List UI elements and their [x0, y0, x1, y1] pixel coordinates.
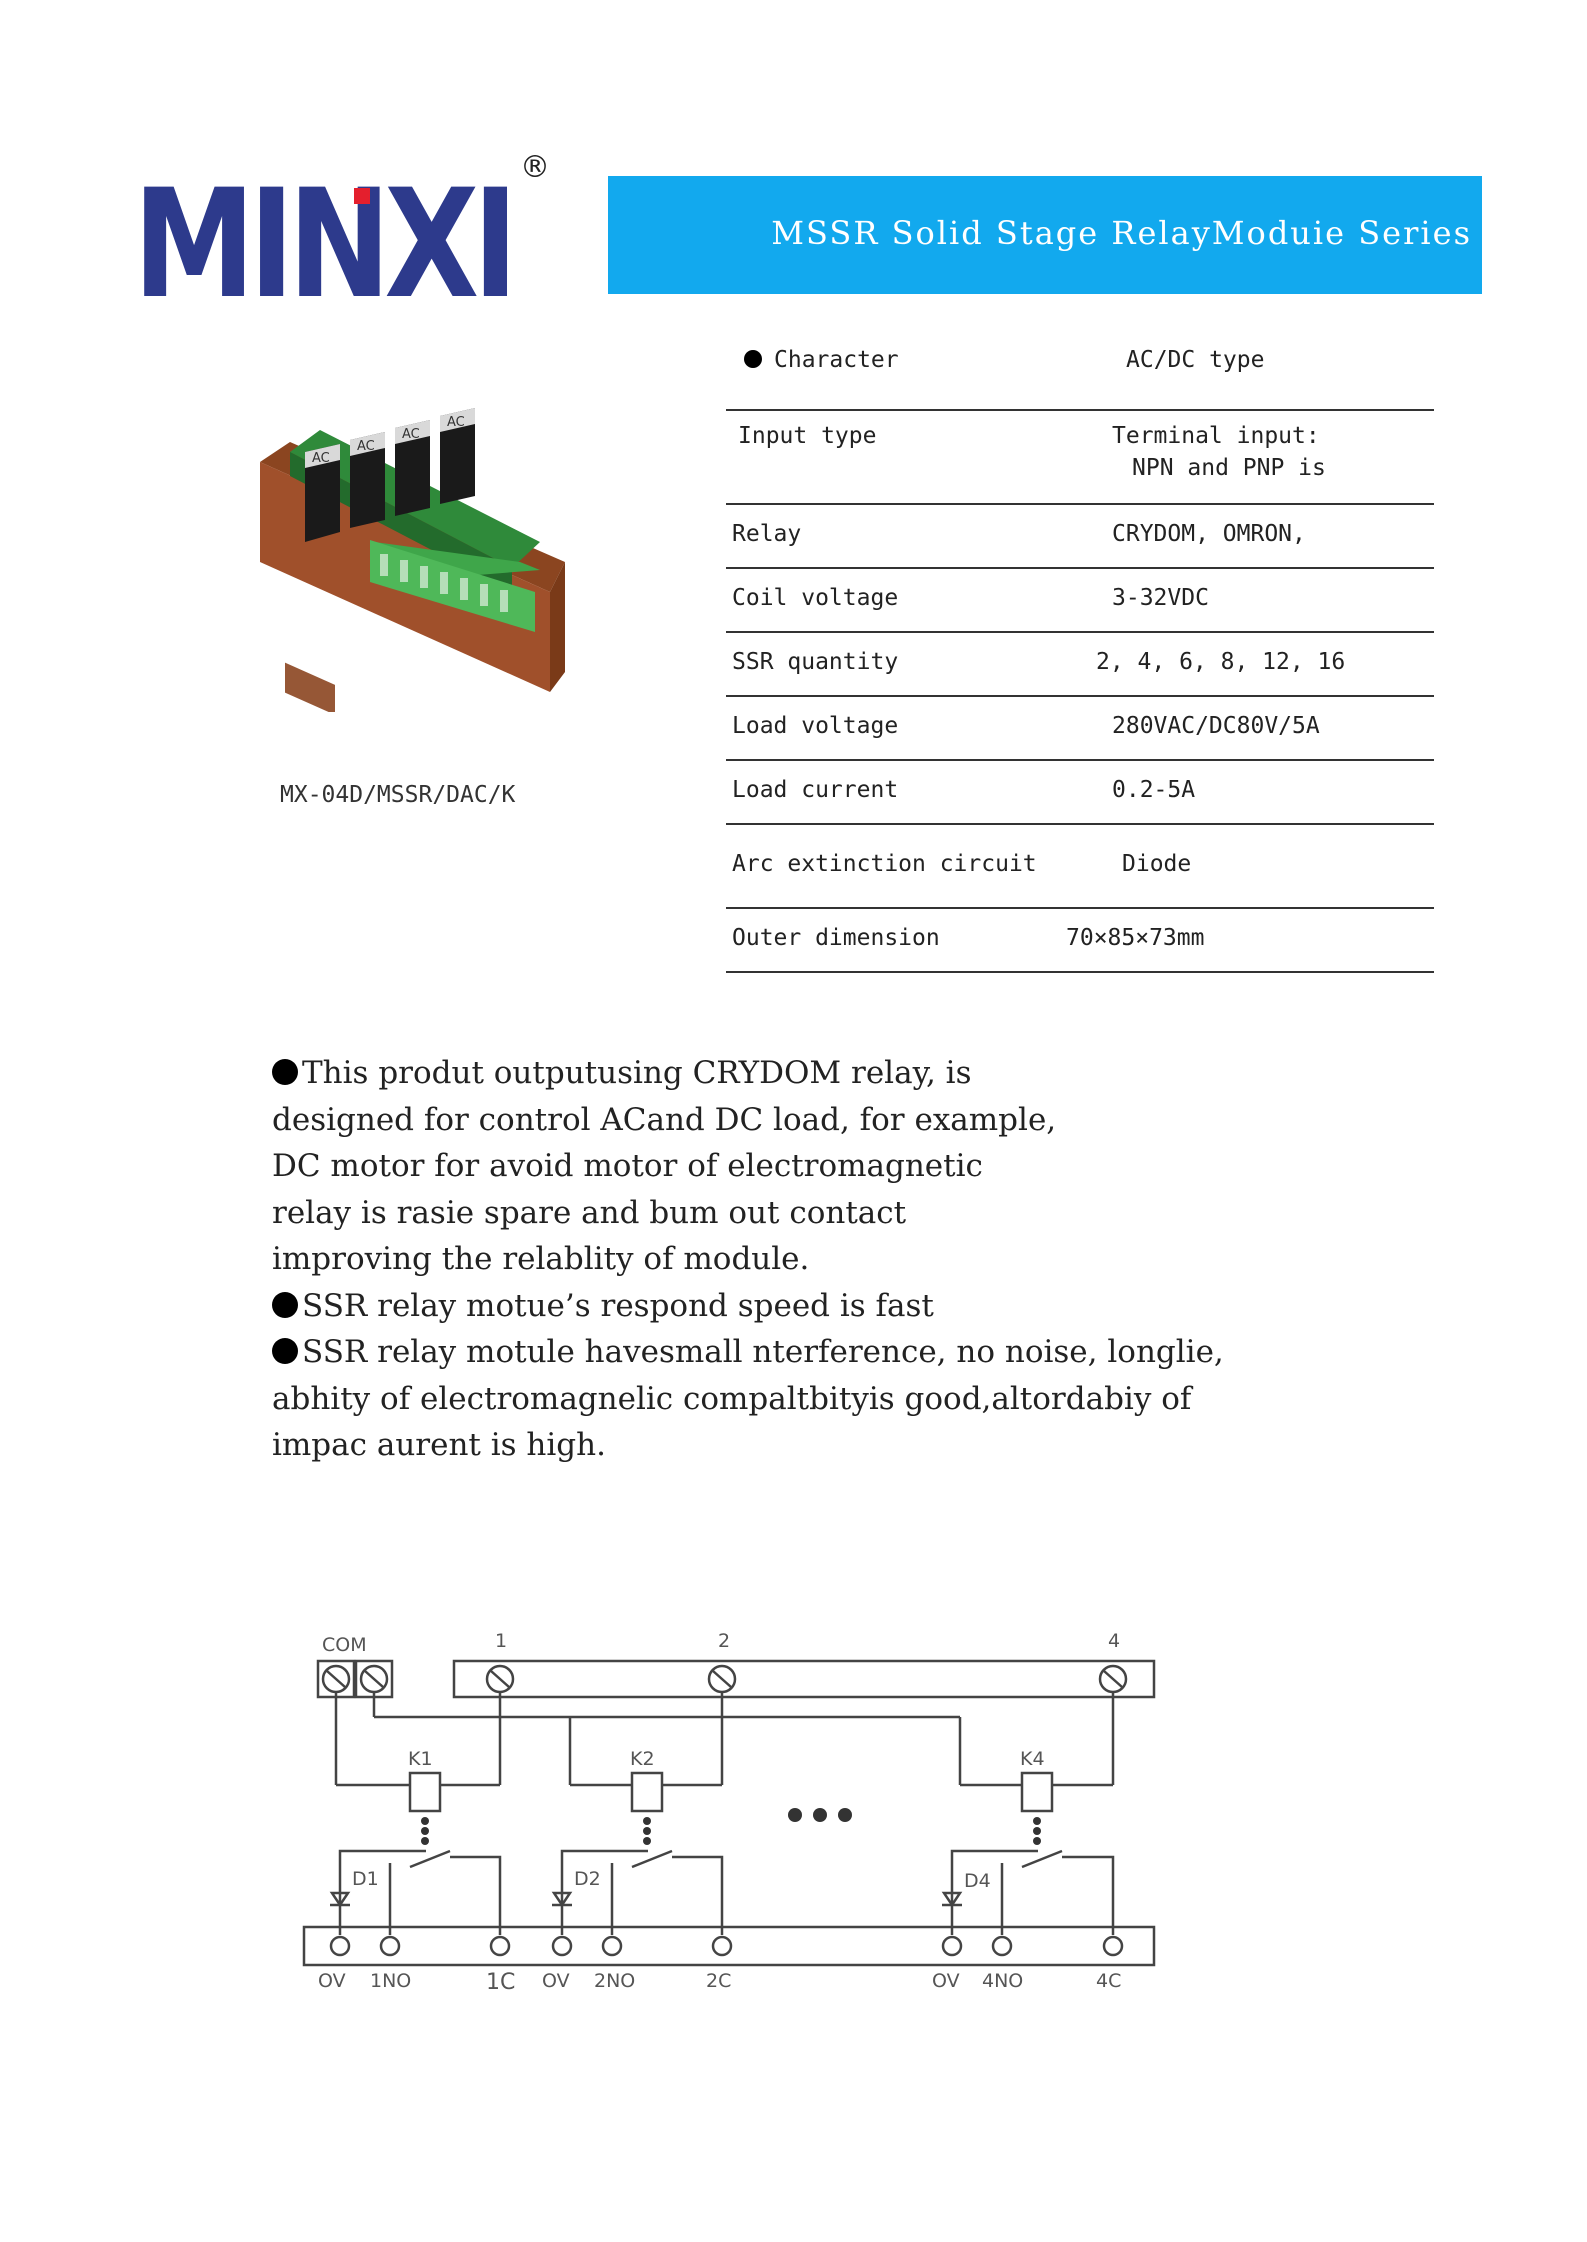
terminal-label-2c: 2C — [706, 1970, 731, 1992]
wiring-diagram: COM 1 2 4 K1 K2 K4 D1 D2 D4 OV 1NO 1C OV… — [302, 1630, 1156, 1995]
spec-row-outer-dimension: Outer dimension 70×85×73mm — [726, 909, 1434, 973]
relay-label-k2: K2 — [630, 1748, 655, 1770]
series-banner: MSSR Solid Stage RelayModuie Series — [608, 176, 1482, 294]
spec-row-arc-extinction: Arc extinction circuit Diode — [726, 825, 1434, 909]
minxi-logo: MINXI — [133, 158, 518, 310]
bullet-icon — [744, 350, 762, 368]
description-line: SSR relay motue’s respond speed is fast — [302, 1287, 934, 1324]
product-model: MX-04D/MSSR/DAC/K — [280, 782, 516, 808]
registered-mark: ® — [520, 150, 550, 185]
spec-label: SSR quantity — [732, 649, 899, 675]
relay-chip-label-4: AC — [447, 415, 465, 430]
description-line: This produt outputusing CRYDOM relay, is — [302, 1055, 972, 1091]
description-line: abhity of electromagnelic compaltbityis … — [272, 1380, 1192, 1417]
terminal-label-1c: 1C — [486, 1970, 515, 1995]
spec-value: CRYDOM, OMRON, — [1112, 521, 1306, 547]
spec-value: Terminal input: — [1112, 423, 1320, 449]
spec-value: 3-32VDC — [1112, 585, 1209, 611]
terminal-label-2no: 2NO — [594, 1970, 635, 1992]
spec-table: Character AC/DC type Input type Terminal… — [726, 335, 1434, 973]
description-line: relay is rasie spare and bum out contact — [272, 1194, 907, 1231]
description-line: improving the relablity of module. — [272, 1241, 810, 1277]
product-description: This produt outputusing CRYDOM relay, is… — [272, 1050, 1422, 1469]
terminal-label-4no: 4NO — [982, 1970, 1023, 1992]
description-line: impac aurent is high. — [272, 1427, 606, 1463]
spec-value: 280VAC/DC80V/5A — [1112, 713, 1320, 739]
relay-chip-label-2: AC — [357, 439, 375, 454]
diode-label-d1: D1 — [352, 1868, 379, 1890]
spec-header: Character AC/DC type — [726, 335, 1434, 411]
description-line: designed for control ACand DC load, for … — [272, 1101, 1057, 1138]
spec-label: Arc extinction circuit — [732, 851, 1037, 877]
banner-title: MSSR Solid Stage RelayModuie Series — [771, 214, 1472, 252]
spec-row-coil-voltage: Coil voltage 3-32VDC — [726, 569, 1434, 633]
spec-header-label: Character — [774, 347, 899, 373]
bullet-icon — [272, 1338, 298, 1364]
relay-chip-label-1: AC — [312, 451, 330, 466]
spec-label: Load current — [732, 777, 899, 803]
spec-label: Outer dimension — [732, 925, 940, 951]
terminal-label-ov: OV — [932, 1970, 960, 1992]
spec-label: Load voltage — [732, 713, 899, 739]
terminal-label-1: 1 — [495, 1630, 507, 1652]
logo-text: MINXI — [133, 158, 512, 310]
spec-row-load-voltage: Load voltage 280VAC/DC80V/5A — [726, 697, 1434, 761]
bullet-icon — [272, 1059, 298, 1085]
spec-row-load-current: Load current 0.2-5A — [726, 761, 1434, 825]
spec-label: Input type — [738, 423, 877, 449]
terminal-label-4: 4 — [1108, 1630, 1120, 1652]
terminal-label-ov: OV — [542, 1970, 570, 1992]
bullet-icon — [272, 1291, 298, 1318]
diode-label-d4: D4 — [964, 1870, 991, 1892]
spec-value: 70×85×73mm — [1066, 925, 1205, 951]
spec-label: Coil voltage — [732, 585, 899, 611]
spec-value: 0.2-5A — [1112, 777, 1196, 803]
product-photo: AC AC AC AC — [260, 408, 565, 712]
spec-value-line2: NPN and PNP is — [1132, 455, 1326, 481]
terminal-label-ov: OV — [318, 1970, 346, 1992]
description-line: SSR relay motule havesmall nterference, … — [302, 1334, 1224, 1370]
spec-value: 2, 4, 6, 8, 12, 16 — [1096, 649, 1346, 675]
spec-row-ssr-quantity: SSR quantity 2, 4, 6, 8, 12, 16 — [726, 633, 1434, 697]
description-line: DC motor for avoid motor of electromagne… — [272, 1148, 983, 1184]
spec-header-value: AC/DC type — [1126, 347, 1265, 373]
relay-label-k4: K4 — [1020, 1748, 1045, 1770]
spec-value: Diode — [1122, 851, 1192, 877]
terminal-label-com: COM — [322, 1634, 367, 1656]
terminal-label-1no: 1NO — [370, 1970, 411, 1992]
diode-label-d2: D2 — [574, 1868, 601, 1890]
spec-label: Relay — [732, 521, 802, 547]
relay-chip-label-3: AC — [402, 427, 420, 442]
relay-label-k1: K1 — [408, 1748, 433, 1770]
terminal-label-2: 2 — [718, 1630, 730, 1652]
logo-red-accent — [354, 188, 370, 204]
spec-row-input-type: Input type Terminal input: NPN and PNP i… — [726, 411, 1434, 505]
spec-row-relay: Relay CRYDOM, OMRON, — [726, 505, 1434, 569]
terminal-label-4c: 4C — [1096, 1970, 1121, 1992]
